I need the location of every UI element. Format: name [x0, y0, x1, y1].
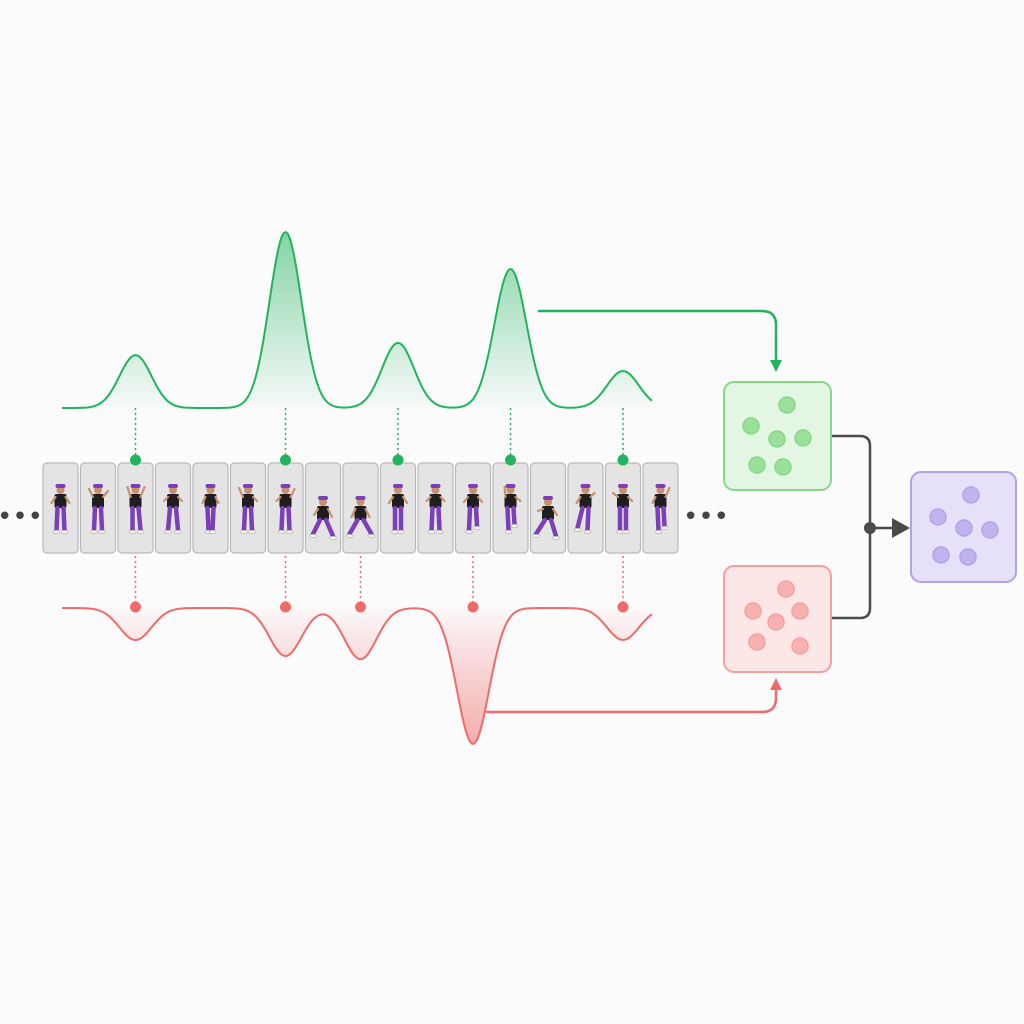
negative-selected-marker	[355, 601, 366, 613]
video-frame	[567, 462, 604, 554]
positive-markers	[130, 408, 629, 466]
dancer-pose-icon	[201, 484, 220, 535]
negative-arrow	[486, 678, 782, 714]
dot	[955, 519, 973, 537]
negative-score-line	[62, 607, 653, 745]
left-ellipsis: •••	[0, 502, 43, 532]
merge-connector-top	[832, 434, 872, 528]
video-frame	[154, 462, 192, 554]
merge-connector-bottom	[832, 528, 872, 620]
dot	[748, 456, 766, 474]
dancer-pose-icon	[503, 484, 522, 535]
dancer-pose-icon	[126, 484, 146, 535]
video-frame	[417, 462, 454, 554]
dot	[959, 548, 977, 566]
video-frame	[492, 462, 529, 554]
video-frame	[604, 462, 642, 554]
dancer-pose-icon	[237, 484, 259, 535]
positive-arrow	[538, 309, 782, 372]
negative-selected-marker	[467, 601, 479, 613]
video-frame	[192, 462, 229, 554]
dot	[744, 602, 762, 620]
dancer-pose-icon	[573, 484, 596, 535]
dot	[981, 521, 999, 539]
positive-selected-marker	[130, 454, 141, 466]
video-frame	[529, 462, 567, 554]
positive-selected-marker	[392, 454, 404, 466]
dancer-pose-icon	[425, 484, 446, 535]
dot	[778, 396, 796, 414]
dot-cluster-icon	[929, 486, 999, 566]
negative-selected-marker	[617, 601, 629, 613]
dot-cluster-icon	[744, 580, 809, 655]
dancer-pose-icon	[611, 484, 634, 535]
dot	[791, 637, 809, 655]
video-frame	[267, 462, 304, 554]
positive-score-curve	[62, 230, 653, 409]
video-frame	[454, 462, 492, 554]
video-frame	[379, 462, 417, 554]
positive-score-area	[62, 232, 652, 408]
dancer-pose-icon	[532, 496, 560, 541]
arrow-right-icon	[892, 518, 910, 538]
video-frame	[642, 462, 679, 554]
dancer-pose-icon	[651, 484, 671, 535]
negative-selected-marker	[130, 601, 141, 613]
dot	[962, 486, 980, 504]
dot	[932, 546, 950, 564]
video-frame	[117, 462, 154, 554]
dot	[748, 633, 766, 651]
dot	[742, 417, 760, 435]
dancer-pose-icon	[387, 484, 409, 535]
right-ellipsis: •••	[683, 502, 729, 532]
frame-strip	[42, 462, 679, 554]
video-frame	[342, 462, 379, 554]
positive-selected-marker	[617, 454, 629, 466]
dot-cluster-icon	[742, 396, 812, 476]
negative-score-curve	[62, 607, 653, 745]
positive-pool-box	[723, 381, 832, 491]
positive-selected-marker	[505, 454, 516, 466]
dancer-pose-icon	[309, 496, 337, 541]
dot	[768, 430, 786, 448]
dancer-pose-icon	[87, 484, 110, 535]
video-frame	[79, 462, 117, 554]
positive-selected-marker	[280, 454, 291, 466]
negative-markers	[130, 556, 629, 613]
combined-pool-box	[910, 471, 1017, 583]
negative-pool-box	[723, 565, 832, 673]
dot	[791, 602, 809, 620]
dancer-pose-icon	[462, 484, 484, 535]
video-frame	[42, 462, 79, 554]
dot	[777, 580, 795, 598]
positive-score-line	[62, 230, 653, 409]
dot	[767, 613, 785, 631]
dancer-pose-icon	[50, 484, 71, 535]
dot	[929, 508, 947, 526]
video-frame	[304, 462, 342, 554]
dot	[774, 458, 792, 476]
dancer-pose-icon	[345, 496, 376, 539]
negative-score-area	[62, 608, 652, 744]
dancer-pose-icon	[162, 484, 184, 535]
dot	[794, 429, 812, 447]
negative-selected-marker	[280, 601, 291, 613]
video-frame	[229, 462, 267, 554]
dancer-pose-icon	[275, 484, 296, 535]
